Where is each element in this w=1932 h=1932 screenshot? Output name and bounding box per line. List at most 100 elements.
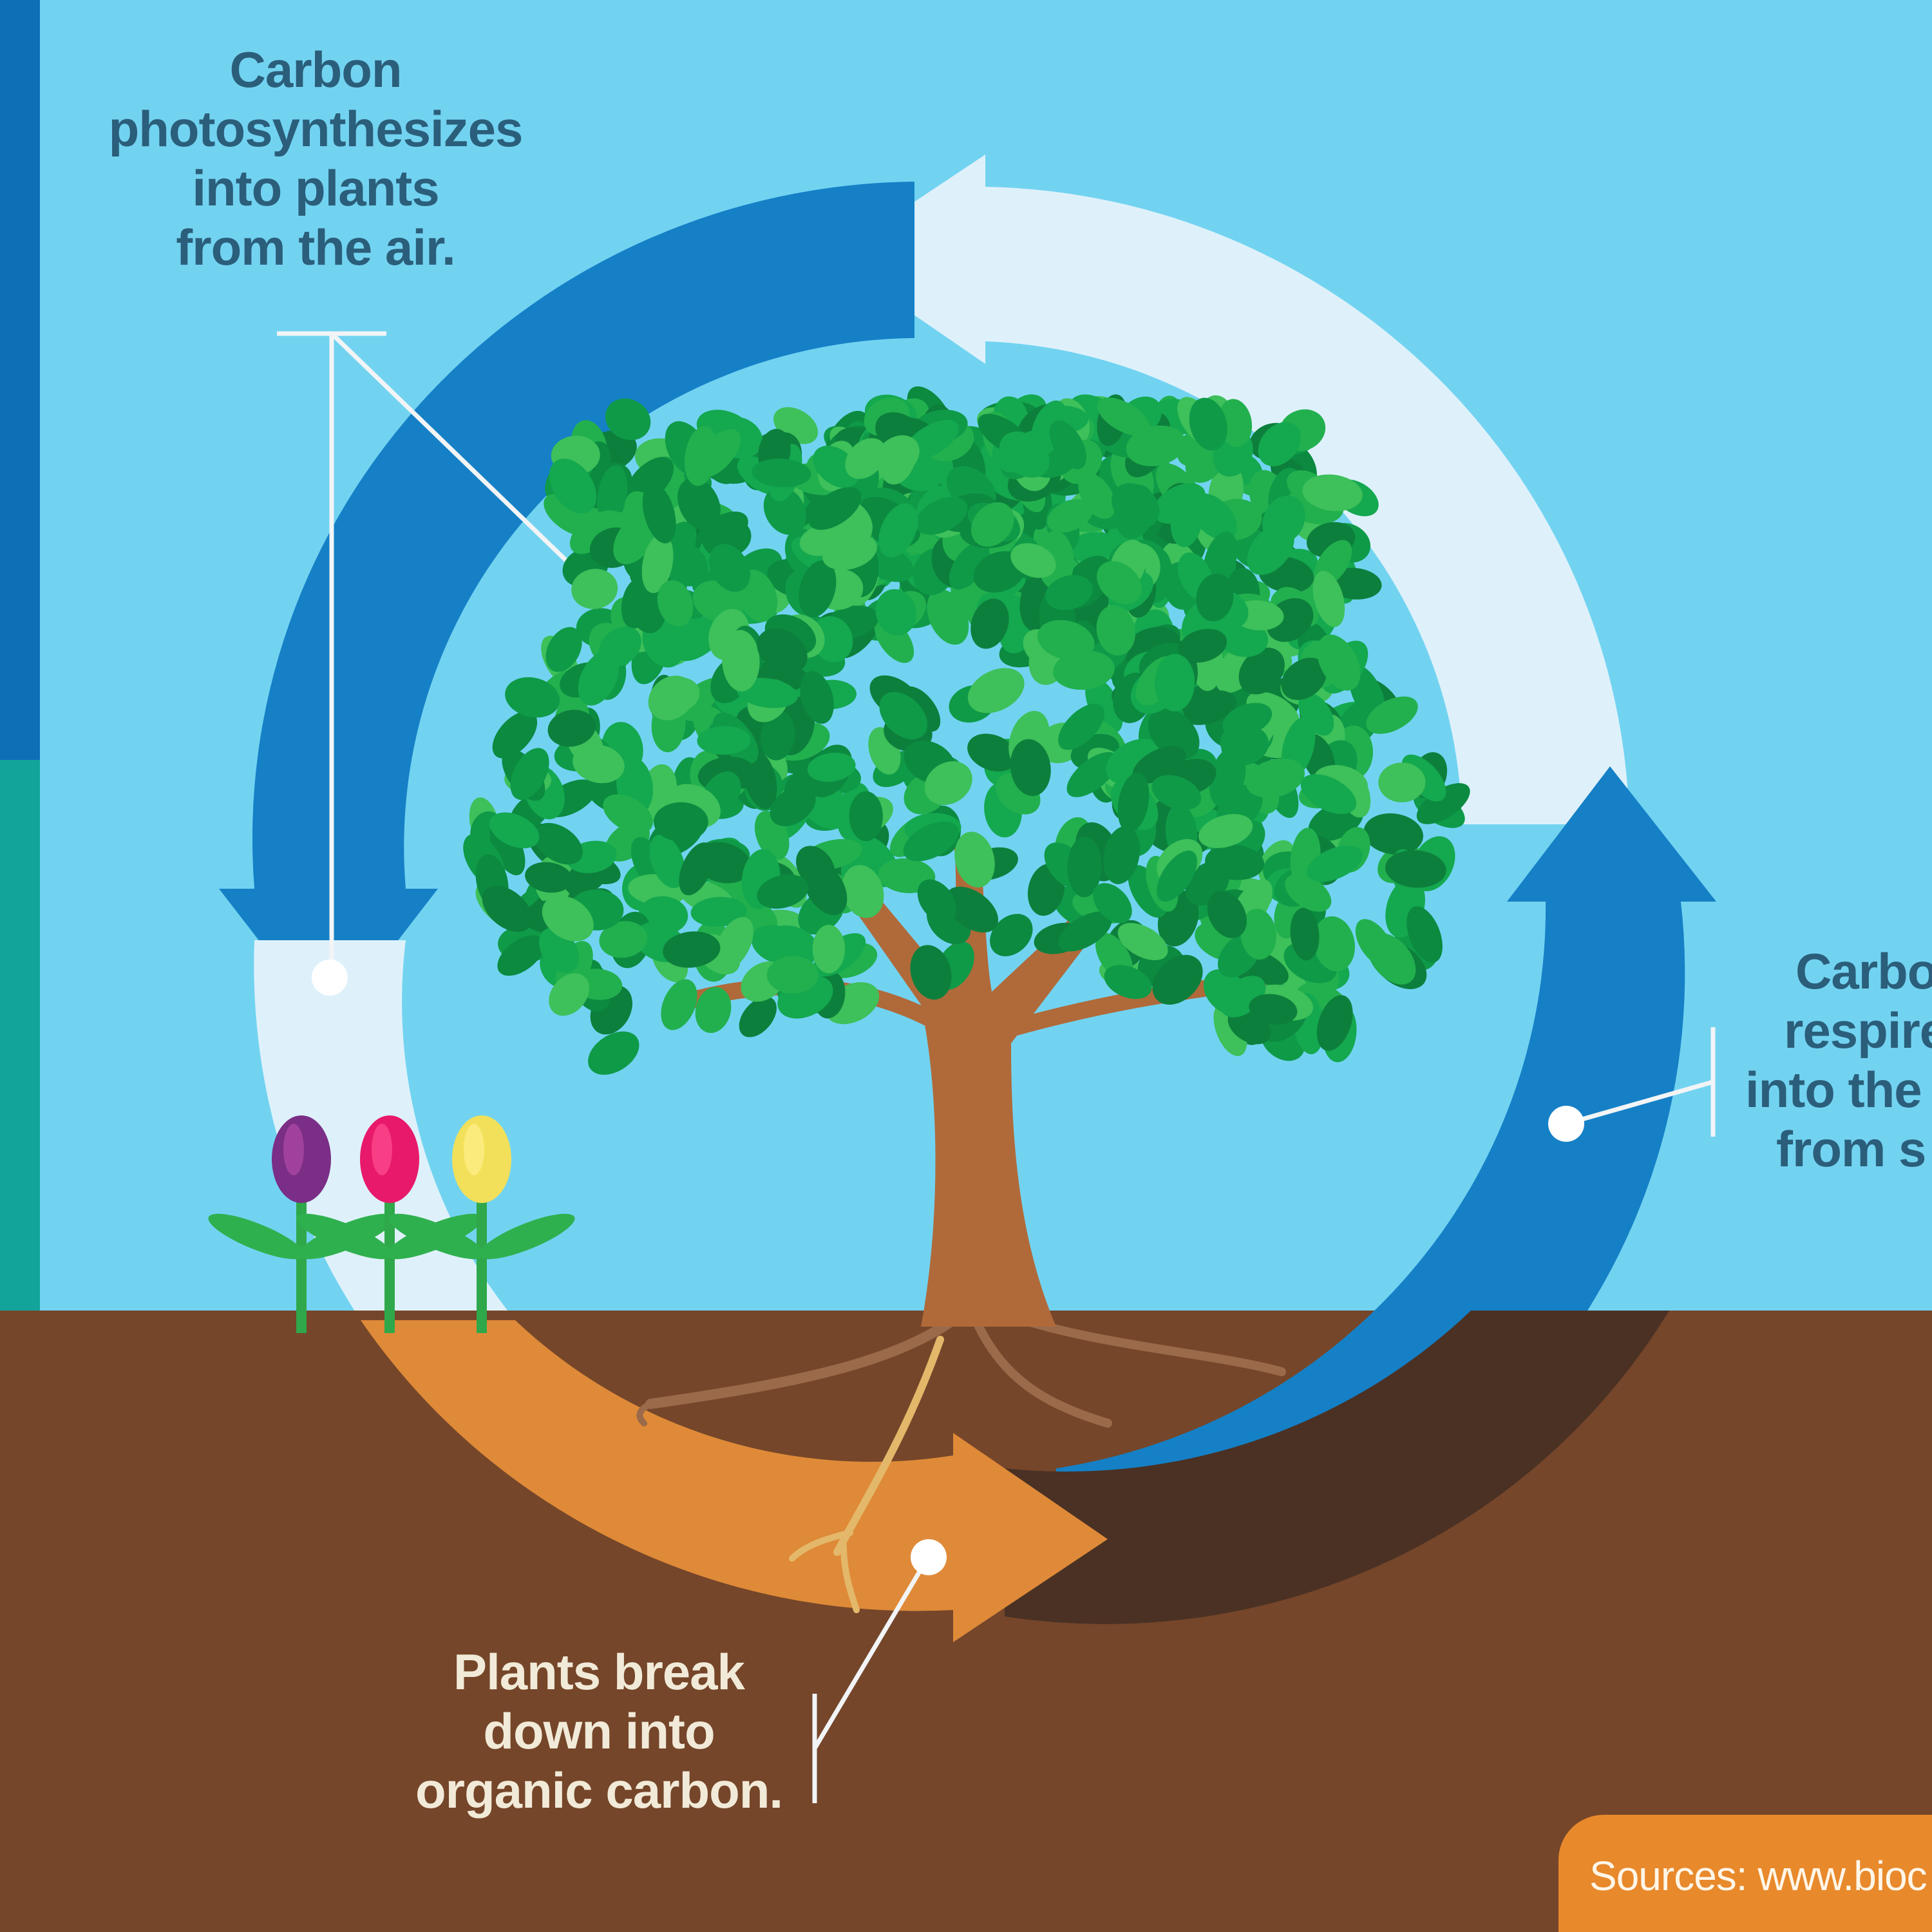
- leaf-shape: [971, 598, 1009, 649]
- leaf-shape: [649, 834, 685, 889]
- leaf-shape: [845, 438, 886, 479]
- leaf-shape: [722, 630, 760, 692]
- leaf-shape: [803, 860, 848, 915]
- leaf-shape: [1196, 573, 1234, 621]
- leaf-shape: [924, 761, 972, 805]
- leaf-shape: [1317, 634, 1361, 691]
- tulip-highlight: [464, 1124, 484, 1175]
- label-photosynthesis: Carbon photosynthesizes into plants from…: [71, 40, 560, 277]
- leaf-shape: [1179, 629, 1227, 663]
- leaf-shape: [545, 627, 582, 672]
- leaf-shape: [739, 996, 777, 1037]
- leaf-shape: [1112, 483, 1160, 529]
- leaf-shape: [1045, 575, 1093, 611]
- leaf-shape: [1406, 906, 1443, 963]
- leaf-shape: [714, 916, 753, 971]
- leaf-shape: [1281, 658, 1327, 700]
- tulip-stem: [477, 1185, 487, 1333]
- leaf-shape: [967, 734, 1018, 772]
- leaf-shape: [603, 794, 653, 834]
- leaf-shape: [1189, 397, 1227, 451]
- label-photosynthesis-line: photosynthesizes: [108, 100, 524, 158]
- leaf-shape: [752, 459, 811, 488]
- left-accent-bar-teal: [0, 760, 40, 1311]
- leaf-shape: [1302, 474, 1363, 511]
- arrow-air-to-plants-light: [831, 155, 1629, 824]
- leaf-shape: [605, 398, 651, 440]
- leaf-shape: [1247, 524, 1294, 575]
- leaf-shape: [1366, 696, 1418, 734]
- tulip-leaf: [478, 1213, 575, 1260]
- leaf-shape: [1151, 775, 1202, 810]
- leaf-shape: [917, 879, 957, 923]
- label-respiration-line: respire: [1784, 1002, 1932, 1059]
- leaf-shape: [1085, 677, 1123, 734]
- leaf-shape: [695, 987, 732, 1033]
- leaf-shape: [1058, 703, 1105, 750]
- arrow-underground-dark: [1005, 1311, 1669, 1624]
- leaf-shape: [1222, 703, 1273, 737]
- leaf-shape: [811, 616, 853, 663]
- leaf-shape: [1117, 772, 1150, 833]
- leaf-shape: [1046, 499, 1093, 533]
- leaf-shape: [1245, 758, 1305, 798]
- leaf-shape: [1316, 995, 1353, 1051]
- arrow-respiration-blue-body: [1056, 766, 1716, 1616]
- leaf-shape: [812, 925, 846, 974]
- leaf-shape: [760, 711, 795, 761]
- leaf-shape: [1203, 531, 1238, 589]
- label-breakdown-line: Plants break: [453, 1643, 745, 1700]
- leaf-shape: [549, 973, 589, 1016]
- leaf-shape: [1306, 845, 1363, 882]
- leaf-shape: [1258, 422, 1301, 467]
- leaf-shape: [822, 534, 877, 571]
- leader-photo-diagonal: [330, 332, 593, 587]
- leaf-shape: [533, 822, 583, 865]
- leaf-shape: [578, 651, 620, 706]
- label-breakdown: Plants break down into organic carbon.: [361, 1642, 837, 1820]
- leaf-shape: [807, 752, 856, 782]
- leaf-shape: [1103, 826, 1141, 884]
- leaf-shape: [1049, 420, 1086, 469]
- leaf-shape: [875, 589, 916, 636]
- tulip-highlight: [372, 1124, 392, 1175]
- leader-dot-resp: [1548, 1106, 1584, 1142]
- leaf-shape: [1238, 647, 1285, 695]
- sources-badge: Sources: www.bioc: [1558, 1815, 1932, 1932]
- leaf-shape: [1207, 891, 1247, 938]
- tree-trunk: [831, 837, 1114, 1327]
- leaf-shape: [505, 677, 560, 718]
- leaf-shape: [642, 483, 676, 544]
- leaf-shape: [1037, 620, 1095, 660]
- leaf-shape: [641, 534, 674, 593]
- leader-resp-diagonal: [1566, 1079, 1714, 1126]
- leaf-shape: [842, 865, 884, 918]
- tulip-stem: [384, 1185, 395, 1333]
- leaf-shape: [949, 541, 990, 590]
- leaf-shape: [1097, 561, 1142, 605]
- leaf-shape: [1240, 909, 1276, 960]
- sources-text[interactable]: Sources: www.bioc: [1589, 1853, 1927, 1899]
- leaf-shape: [1132, 746, 1186, 784]
- leaf-shape: [878, 503, 918, 558]
- leaf-shape: [630, 585, 666, 634]
- leaf-shape: [1010, 543, 1056, 578]
- tulip-leaf: [388, 1213, 485, 1260]
- leaf-shape: [599, 921, 648, 958]
- leaf-shape: [1117, 923, 1168, 961]
- leaf-shape: [1378, 762, 1426, 802]
- leaf-shape: [770, 786, 816, 826]
- leaf-shape: [1367, 933, 1416, 985]
- leaf-shape: [588, 1031, 639, 1075]
- leaf-shape: [954, 831, 995, 888]
- leaf-shape: [757, 874, 809, 909]
- arrow-photosynthesis-blue: [219, 182, 914, 1030]
- leaf-shape: [766, 956, 819, 994]
- leaf-shape: [875, 435, 920, 477]
- leaf-shape: [1385, 850, 1446, 888]
- leaf-shape: [679, 842, 714, 896]
- leaf-shape: [1093, 883, 1132, 923]
- leaf-shape: [549, 459, 597, 514]
- leaf-shape: [489, 812, 540, 849]
- leaf-shape: [1363, 813, 1423, 855]
